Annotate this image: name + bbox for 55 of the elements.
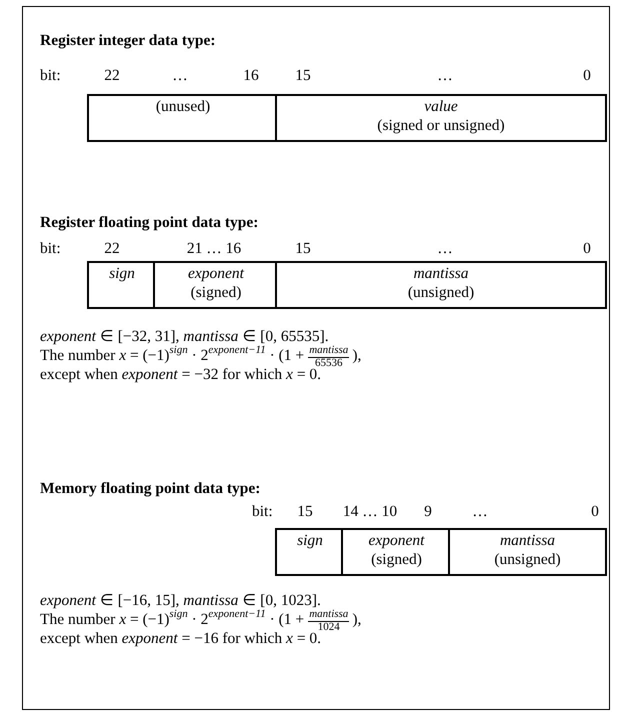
- fraction-numerator: mantissa: [308, 345, 350, 358]
- bit-number: …: [172, 67, 188, 85]
- fraction-numerator: mantissa: [308, 609, 350, 622]
- bit-field-cell: [275, 261, 607, 309]
- field-name: mantissa: [412, 264, 470, 283]
- bit-number: 22: [104, 240, 120, 258]
- bit-field-cell: [341, 528, 450, 576]
- bit-number: 0: [591, 503, 599, 521]
- bit-field-cell: [275, 528, 343, 576]
- bit-number: bit:: [40, 240, 61, 258]
- bit-field-cell: [275, 94, 607, 142]
- bit-number: 16: [243, 67, 259, 85]
- bit-number: bit:: [40, 67, 61, 85]
- formula-text: exponent ∈ [−16, 15], mantissa ∈ [0, 1023].: [40, 592, 321, 610]
- bit-number: 22: [104, 67, 120, 85]
- formula-text: The number x = (−1)$^{sign}$ · 2$^{exponent−11}$ · (1 +: [40, 611, 304, 629]
- fraction-denominator: 1024: [318, 622, 340, 633]
- bit-number: 21 … 16: [186, 240, 242, 258]
- bit-field-cell: [87, 261, 155, 309]
- bit-field-cell: [87, 94, 277, 142]
- field-name: (unused): [154, 97, 212, 116]
- section-heading: Register floating point data type:: [40, 214, 258, 232]
- formula-text: except when exponent = −32 for which x = 0.: [40, 366, 322, 384]
- field-name: exponent: [187, 264, 246, 283]
- bit-number: 15: [297, 503, 313, 521]
- field-name: sign: [108, 264, 136, 283]
- field-note: (signed): [190, 283, 242, 302]
- field-name: exponent: [368, 531, 426, 550]
- bit-field-cell: [153, 261, 277, 309]
- bit-number: …: [472, 503, 488, 521]
- bit-number: …: [437, 240, 453, 258]
- bit-number: 14 … 10: [342, 503, 398, 521]
- field-note: (signed): [370, 550, 423, 569]
- formula-text: ),: [352, 347, 362, 365]
- section-heading: Register integer data type:: [40, 32, 216, 50]
- field-name: mantissa: [498, 531, 556, 550]
- section-heading: Memory floating point data type:: [40, 480, 260, 498]
- fraction-denominator: 65536: [315, 358, 342, 369]
- bit-number: 15: [295, 240, 311, 258]
- formula-text: ),: [352, 611, 362, 629]
- formula-text: exponent ∈ [−32, 31], mantissa ∈ [0, 65535].: [40, 328, 329, 346]
- field-note: (unsigned): [493, 550, 562, 569]
- field-name: sign: [296, 531, 324, 550]
- bit-number: 9: [424, 503, 432, 521]
- bit-field-cell: [448, 528, 607, 576]
- bit-number: 0: [583, 240, 591, 258]
- bit-number: …: [437, 67, 453, 85]
- formula-text: The number x = (−1)$^{sign}$ · 2$^{exponent−11}$ · (1 +: [40, 347, 304, 365]
- bit-number: 0: [583, 67, 591, 85]
- field-name: value: [423, 97, 459, 116]
- bit-number: 15: [295, 67, 311, 85]
- field-note: (unsigned): [406, 283, 476, 302]
- formula-text: except when exponent = −16 for which x = 0.: [40, 630, 322, 648]
- bit-number: bit:: [252, 503, 273, 521]
- field-note: (signed or unsigned): [376, 116, 506, 135]
